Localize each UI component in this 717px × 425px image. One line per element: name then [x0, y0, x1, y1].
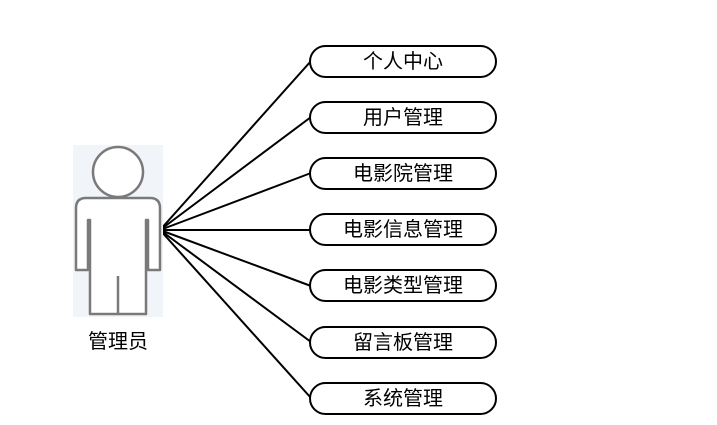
use-case-label: 系统管理	[363, 386, 443, 410]
connector-line-6	[159, 229, 312, 343]
use-case-label: 电影类型管理	[343, 273, 463, 297]
use-case-label: 用户管理	[363, 105, 443, 129]
use-case-1: 个人中心	[309, 45, 497, 78]
connector-line-2	[159, 116, 312, 231]
use-case-7: 系统管理	[309, 382, 497, 415]
connector-lines	[159, 60, 312, 399]
use-case-3: 电影院管理	[309, 157, 497, 190]
use-case-6: 留言板管理	[309, 326, 497, 359]
use-case-label: 个人中心	[363, 49, 443, 73]
actor-figure-icon	[73, 145, 163, 317]
connector-line-7	[159, 229, 312, 399]
actor-label: 管理员	[88, 329, 148, 353]
use-case-label: 电影信息管理	[343, 217, 463, 241]
connector-line-3	[159, 172, 312, 231]
use-case-4: 电影信息管理	[309, 213, 497, 246]
connector-line-5	[159, 229, 312, 287]
use-case-5: 电影类型管理	[309, 269, 497, 302]
connector-line-1	[159, 60, 312, 231]
use-case-label: 电影院管理	[353, 161, 453, 185]
use-case-2: 用户管理	[309, 101, 497, 134]
use-case-label: 留言板管理	[353, 330, 453, 354]
